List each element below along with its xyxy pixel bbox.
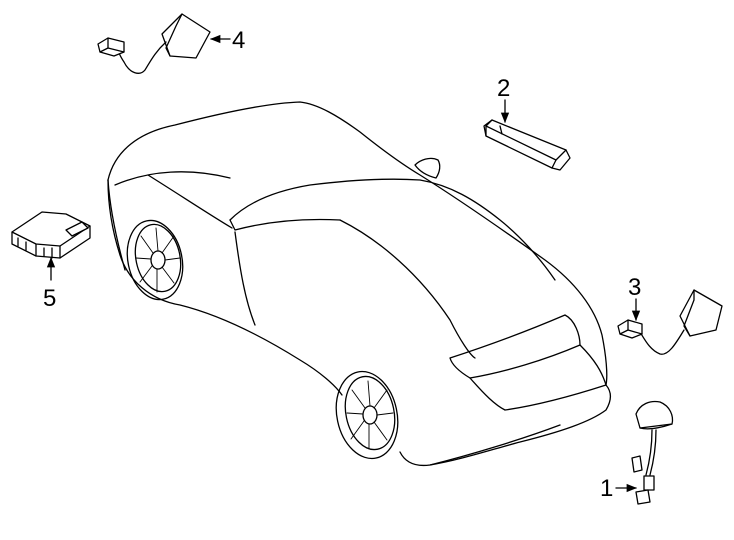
callout-4: 4 — [209, 27, 245, 54]
callout-1: 1 — [600, 475, 638, 502]
callout-4-label: 4 — [232, 27, 245, 54]
part-4-antenna-module — [97, 13, 211, 74]
callout-5-label: 5 — [43, 285, 56, 312]
front-wheel — [126, 219, 184, 301]
vehicle-outline — [107, 101, 612, 467]
part-3-antenna-module — [617, 289, 723, 355]
part-5-control-module — [11, 211, 91, 259]
callout-2: 2 — [497, 75, 510, 124]
callout-5: 5 — [43, 256, 56, 312]
part-2-bar-antenna — [483, 119, 571, 171]
callout-3: 3 — [628, 274, 641, 322]
callout-3-label: 3 — [628, 274, 641, 301]
callout-1-label: 1 — [600, 475, 613, 502]
callout-2-label: 2 — [497, 75, 510, 102]
rear-wheel — [335, 370, 399, 460]
part-1-fin-antenna — [631, 400, 674, 505]
